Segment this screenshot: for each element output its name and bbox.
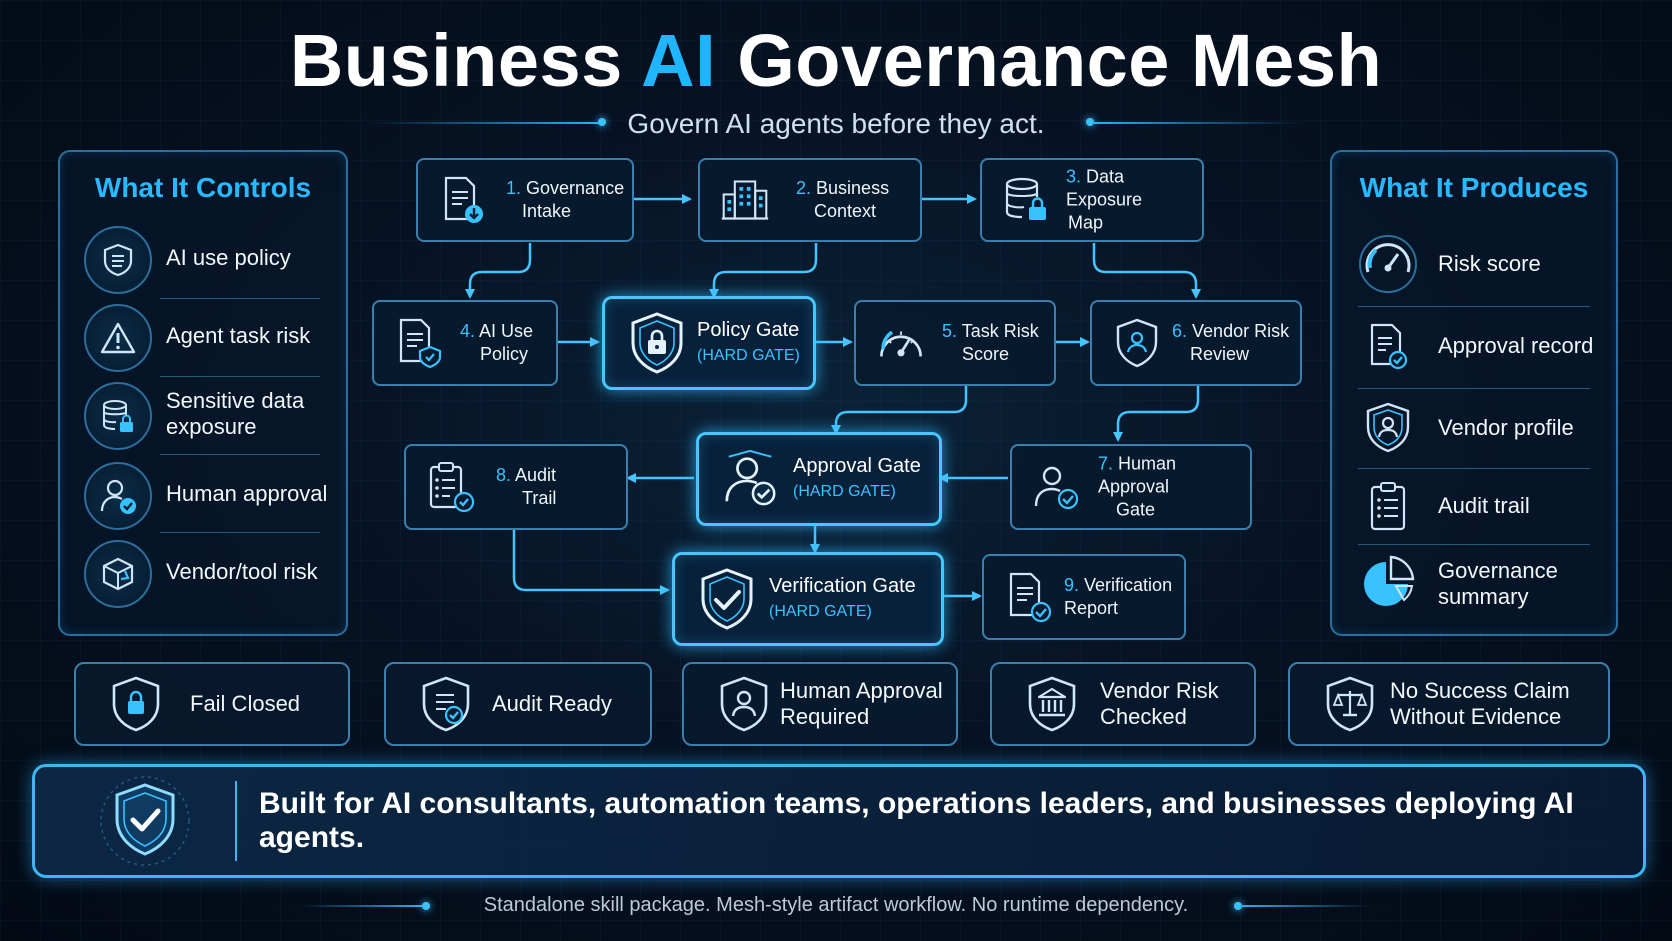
policy-gate[interactable]: Policy Gate(HARD GATE): [602, 296, 816, 390]
control-item: Sensitive data exposure: [84, 382, 328, 452]
hard-gate-tag: (HARD GATE): [793, 483, 896, 500]
gauge-icon: [1356, 232, 1420, 296]
produces-panel: What It Produces Risk score Approval rec…: [1330, 150, 1618, 636]
output-item-label: Audit trail: [1438, 493, 1530, 518]
document-check-icon: [1004, 572, 1054, 623]
shield-bank-icon: [1022, 674, 1082, 734]
hard-gate-tag: (HARD GATE): [769, 603, 872, 620]
controls-panel: What It Controls AI use policy Agent tas…: [58, 150, 348, 636]
gauge-icon: [876, 318, 926, 368]
person-check-icon: [84, 462, 152, 530]
badge-fail-closed: Fail Closed: [74, 662, 350, 746]
clipboard-check-icon: [426, 462, 476, 513]
person-check-icon: [721, 449, 781, 509]
hard-gate-tag: (HARD GATE): [697, 347, 800, 364]
shield-scales-icon: [1320, 674, 1380, 734]
output-item: Approval record: [1356, 314, 1598, 384]
subtitle-bar: Govern AI agents before they act.: [0, 100, 1672, 144]
control-item: AI use policy: [84, 226, 328, 296]
control-item-label: Human approval: [166, 481, 328, 506]
banner-text: Built for AI consultants, automation tea…: [259, 787, 1574, 854]
output-item-label: Vendor profile: [1438, 415, 1574, 440]
shield-checklist-icon: [416, 674, 476, 734]
verification-gate[interactable]: Verification Gate(HARD GATE): [672, 552, 944, 646]
shield-check-icon: [95, 773, 195, 869]
badge-audit-ready: Audit Ready: [384, 662, 652, 746]
output-item: Vendor profile: [1356, 396, 1598, 466]
shield-lock-icon: [627, 312, 687, 374]
control-item-label: AI use policy: [166, 245, 291, 270]
output-item-label: Approval record: [1438, 333, 1594, 358]
output-item: Governance summary: [1356, 552, 1598, 622]
control-item: Human approval: [84, 462, 328, 532]
control-item: Vendor/tool risk: [84, 540, 328, 610]
database-lock-icon: [1002, 175, 1052, 225]
document-check-icon: [1356, 314, 1420, 378]
control-item: Agent task risk: [84, 304, 328, 374]
shield-check-icon: [697, 568, 757, 630]
document-shield-icon: [394, 318, 444, 369]
document-list-icon: [84, 226, 152, 294]
output-item: Risk score: [1356, 232, 1598, 302]
output-item-label: Governance summary: [1438, 558, 1558, 609]
building-icon: [720, 175, 770, 225]
shield-person-icon: [1356, 396, 1420, 460]
pie-chart-icon: [1356, 552, 1420, 616]
subtitle: Govern AI agents before they act.: [627, 108, 1045, 139]
shield-lock-icon: [106, 674, 166, 734]
person-check-icon: [1032, 462, 1082, 512]
produces-panel-title: What It Produces: [1359, 172, 1589, 203]
page-title: Business AI Governance Mesh: [289, 19, 1383, 102]
warning-triangle-icon: [84, 304, 152, 372]
document-download-icon: [438, 175, 488, 225]
controls-panel-title: What It Controls: [94, 172, 312, 203]
cube-icon: [84, 540, 152, 608]
database-lock-icon: [84, 382, 152, 450]
control-item-label: Agent task risk: [166, 323, 311, 348]
clipboard-list-icon: [1356, 474, 1420, 538]
approval-gate[interactable]: Approval Gate(HARD GATE): [696, 432, 942, 526]
control-item-label: Vendor/tool risk: [166, 559, 318, 584]
footer-text: Standalone skill package. Mesh-style art…: [483, 894, 1189, 916]
shield-person-icon: [1112, 318, 1162, 368]
audience-banner: Built for AI consultants, automation tea…: [32, 764, 1646, 878]
output-item: Audit trail: [1356, 474, 1598, 544]
control-item-label: Sensitive data exposure: [166, 388, 305, 439]
output-item-label: Risk score: [1438, 251, 1541, 276]
shield-person-icon: [714, 674, 774, 734]
